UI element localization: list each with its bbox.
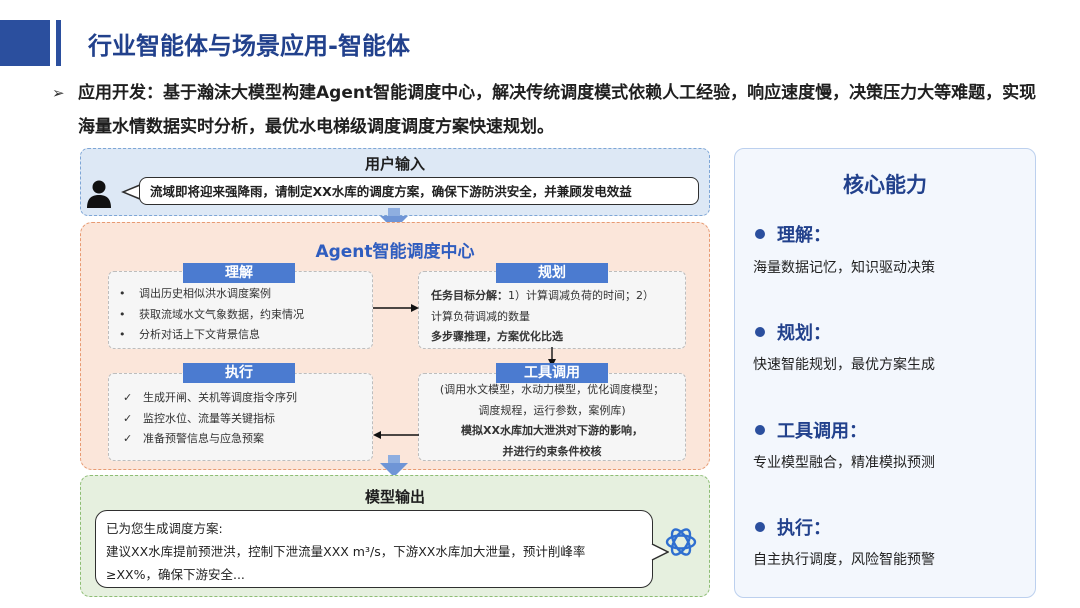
list-item: • 调出历史相似洪水调度案例 [119, 284, 304, 305]
bullet-dot-icon [755, 425, 765, 435]
list-item: ✓ 监控水位、流量等关键指标 [123, 409, 297, 430]
plan-line-1: 任务目标分解：1）计算调减负荷的时间；2） [431, 286, 654, 307]
output-line-1: 已为您生成调度方案: [106, 521, 223, 536]
understand-tag: 理解 [183, 263, 295, 283]
execute-bullets: ✓ 生成开闸、关机等调度指令序列 ✓ 监控水位、流量等关键指标 ✓ 准备预警信息与应急… [123, 388, 297, 450]
bullet-dot-icon [755, 229, 765, 239]
page-title: 行业智能体与场景应用-智能体 [88, 32, 410, 60]
model-output-bubble: 已为您生成调度方案: 建议XX水库提前预泄洪，控制下泄流量XXX m³/s，下游… [95, 510, 653, 588]
header-color-block [0, 20, 50, 66]
user-input-panel: 用户输入 流域即将迎来强降雨，请制定XX水库的调度方案，确保下游防洪安全，并兼顾… [80, 148, 710, 216]
capability-name: 理解： [777, 225, 831, 246]
agent-title: Agent智能调度中心 [315, 242, 475, 262]
bullet-dot-icon [755, 327, 765, 337]
tools-tag: 工具调用 [496, 363, 608, 383]
model-output-title: 模型输出 [364, 488, 425, 506]
capability-desc: 海量数据记忆，知识驱动决策 [753, 260, 935, 276]
user-icon [87, 180, 111, 208]
output-line-3: ≥XX%，确保下游安全... [106, 567, 245, 582]
capability-name: 执行： [777, 518, 831, 539]
bullet-icon: • [119, 287, 126, 300]
plan-line-1-rest: 1）计算调减负荷的时间；2） [508, 289, 654, 302]
bullet-text: 准备预警信息与应急预案 [143, 432, 264, 445]
capability-desc: 专业模型融合，精准模拟预测 [753, 455, 935, 471]
list-item: ✓ 准备预警信息与应急预案 [123, 429, 297, 450]
bullet-text: 获取流域水文气象数据，约束情况 [139, 307, 304, 321]
list-item: • 获取流域水文气象数据，约束情况 [119, 305, 304, 326]
bullet-text: 分析对话上下文背景信息 [139, 328, 260, 341]
check-icon: ✓ [123, 411, 133, 425]
bullet-dot-icon [755, 522, 765, 532]
tools-body: (调用水文模型，水动力模型，优化调度模型； 调度规程，运行参数，案例库) 模拟X… [419, 380, 685, 462]
tools-line-2: 调度规程，运行参数，案例库) [478, 403, 626, 417]
left-arrow-icon [373, 431, 419, 439]
speech-bubble-tail [121, 184, 141, 200]
list-item: ✓ 生成开闸、关机等调度指令序列 [123, 388, 297, 409]
core-title: 核心能力 [843, 173, 927, 197]
plan-card: 任务目标分解：1）计算调减负荷的时间；2） 计算负荷调减的数量 多步骤推理，方案… [418, 271, 686, 349]
user-message-bubble: 流域即将迎来强降雨，请制定XX水库的调度方案，确保下游防洪安全，并兼顾发电效益 [139, 177, 699, 205]
check-icon: ✓ [123, 432, 133, 445]
plan-line-3: 多步骤推理，方案优化比选 [431, 330, 563, 343]
understand-bullets: • 调出历史相似洪水调度案例 • 获取流域水文气象数据，约束情况 • 分析对话上下文背… [119, 284, 304, 346]
capability-heading: 工具调用： [755, 417, 867, 443]
capability-heading: 执行： [755, 514, 831, 540]
tools-line-1: (调用水文模型，水动力模型，优化调度模型； [439, 383, 665, 396]
core-capability-panel: 核心能力 理解： 海量数据记忆，知识驱动决策 规划： 快速智能规划，最优方案生成… [734, 148, 1036, 598]
check-icon: ✓ [123, 391, 133, 404]
execute-card: ✓ 生成开闸、关机等调度指令序列 ✓ 监控水位、流量等关键指标 ✓ 准备预警信息与应急… [108, 373, 373, 461]
plan-tag: 规划 [496, 263, 608, 283]
understand-card: • 调出历史相似洪水调度案例 • 获取流域水文气象数据，约束情况 • 分析对话上下文背… [108, 271, 373, 349]
ai-logo-icon [665, 528, 697, 556]
down-arrow-icon [380, 455, 408, 477]
capability-name: 工具调用： [777, 421, 867, 442]
agent-dispatch-center-panel: Agent智能调度中心 • 调出历史相似洪水调度案例 • 获取流域水文气象数据，约束… [80, 222, 710, 470]
tools-line-3: 模拟XX水库加大泄洪对下游的影响， [461, 424, 643, 437]
bullet-icon: • [119, 307, 126, 321]
model-output-panel: 模型输出 已为您生成调度方案: 建议XX水库提前预泄洪，控制下泄流量XXX m³… [80, 475, 710, 597]
capability-desc: 快速智能规划，最优方案生成 [753, 357, 935, 373]
intro-paragraph: ➢ 应用开发：基于瀚沫大模型构建Agent智能调度中心，解决传统调度模式依赖人工… [52, 76, 1042, 144]
capability-name: 规划： [777, 323, 831, 344]
output-line-2: 建议XX水库提前预泄洪，控制下泄流量XXX m³/s，下游XX水库加大泄量，预计… [106, 544, 586, 559]
plan-line-1-bold: 任务目标分解： [431, 289, 508, 302]
tools-line-4: 并进行约束条件校核 [502, 444, 602, 458]
tools-card: (调用水文模型，水动力模型，优化调度模型； 调度规程，运行参数，案例库) 模拟X… [418, 373, 686, 461]
user-input-title: 用户输入 [364, 155, 425, 173]
bullet-text: 调出历史相似洪水调度案例 [139, 287, 271, 300]
intro-arrow-icon: ➢ [52, 84, 65, 102]
capability-desc: 自主执行调度，风险智能预警 [753, 552, 935, 568]
output-bubble-tail [651, 543, 669, 561]
bullet-text: 监控水位、流量等关键指标 [143, 411, 275, 425]
plan-line-2: 计算负荷调减的数量 [431, 309, 530, 323]
header-accent-bar [56, 20, 61, 66]
capability-heading: 理解： [755, 221, 831, 247]
list-item: • 分析对话上下文背景信息 [119, 325, 304, 346]
plan-body: 任务目标分解：1）计算调减负荷的时间；2） 计算负荷调减的数量 多步骤推理，方案… [431, 286, 654, 348]
intro-text: 应用开发：基于瀚沫大模型构建Agent智能调度中心，解决传统调度模式依赖人工经验… [78, 83, 1037, 137]
execute-tag: 执行 [183, 363, 295, 383]
bullet-icon: • [119, 328, 126, 341]
capability-heading: 规划： [755, 319, 831, 345]
bullet-text: 生成开闸、关机等调度指令序列 [143, 391, 297, 404]
right-arrow-icon [373, 304, 419, 312]
